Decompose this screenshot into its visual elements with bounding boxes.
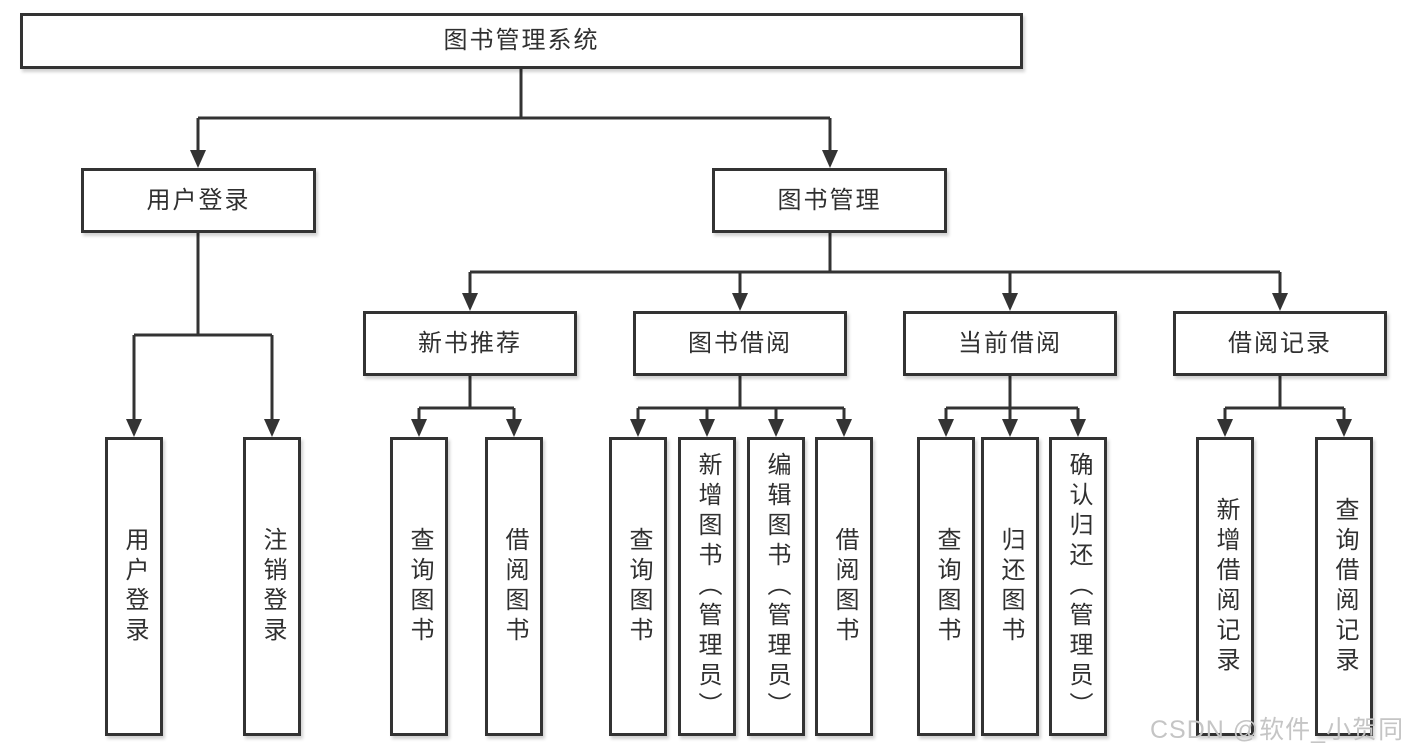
node-current-borrow: 当前借阅 <box>903 311 1117 376</box>
node-root-label: 图书管理系统 <box>443 27 600 54</box>
node-new-book-recommend-label: 新书推荐 <box>418 329 522 357</box>
leaf-user-login: 用户登录 <box>105 437 163 736</box>
node-borrow-records-label: 借阅记录 <box>1228 329 1332 357</box>
leaf-add-borrow-record: 新增借阅记录 <box>1196 437 1254 736</box>
leaf-edit-book-admin: 编辑图书（管理员） <box>747 437 805 736</box>
leaf-query-books-borrow: 查询图书 <box>609 437 667 736</box>
node-book-management: 图书管理 <box>712 168 947 233</box>
node-borrow-records: 借阅记录 <box>1173 311 1387 376</box>
leaf-confirm-return-admin-label: 确认归还（管理员） <box>1065 451 1092 722</box>
leaf-add-book-admin-label: 新增图书（管理员） <box>694 451 721 722</box>
leaf-add-book-admin: 新增图书（管理员） <box>678 437 736 736</box>
leaf-borrow-books-label: 借阅图书 <box>831 526 858 647</box>
leaf-return-book: 归还图书 <box>981 437 1039 736</box>
leaf-query-books-recommend: 查询图书 <box>390 437 448 736</box>
leaf-query-books-current: 查询图书 <box>917 437 975 736</box>
node-root: 图书管理系统 <box>20 13 1023 69</box>
leaf-logout-label: 注销登录 <box>259 526 286 647</box>
node-book-borrow-label: 图书借阅 <box>688 329 792 357</box>
leaf-query-books-current-label: 查询图书 <box>933 526 960 647</box>
leaf-query-books-recommend-label: 查询图书 <box>406 526 433 647</box>
leaf-confirm-return-admin: 确认归还（管理员） <box>1049 437 1107 736</box>
node-user-login: 用户登录 <box>81 168 316 233</box>
node-book-management-label: 图书管理 <box>777 186 882 214</box>
leaf-borrow-books: 借阅图书 <box>815 437 873 736</box>
node-user-login-label: 用户登录 <box>146 186 251 214</box>
leaf-add-borrow-record-label: 新增借阅记录 <box>1212 496 1239 677</box>
node-book-borrow: 图书借阅 <box>633 311 847 376</box>
leaf-user-login-label: 用户登录 <box>121 526 148 647</box>
node-new-book-recommend: 新书推荐 <box>363 311 577 376</box>
leaf-query-borrow-record: 查询借阅记录 <box>1315 437 1373 736</box>
watermark-text: CSDN @软件_小贺同学 <box>1150 716 1405 744</box>
leaf-borrow-books-recommend-label: 借阅图书 <box>501 526 528 647</box>
leaf-query-books-borrow-label: 查询图书 <box>625 526 652 647</box>
leaf-logout: 注销登录 <box>243 437 301 736</box>
leaf-edit-book-admin-label: 编辑图书（管理员） <box>763 451 790 722</box>
node-current-borrow-label: 当前借阅 <box>958 329 1062 357</box>
leaf-query-borrow-record-label: 查询借阅记录 <box>1331 496 1358 677</box>
leaf-return-book-label: 归还图书 <box>997 526 1024 647</box>
leaf-borrow-books-recommend: 借阅图书 <box>485 437 543 736</box>
